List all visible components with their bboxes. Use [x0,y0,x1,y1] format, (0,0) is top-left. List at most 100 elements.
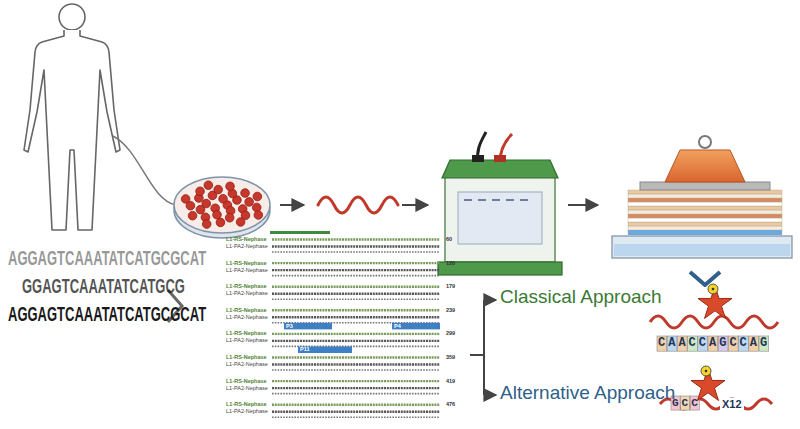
petri-dish [225,213,234,222]
sequence-alignment [272,380,440,382]
position-number: 120 [446,260,455,266]
human-figure [59,4,85,30]
petri-dish [226,182,235,191]
sequence-name: L1-PA2-Nephase [226,361,268,367]
probe-strand [650,316,778,328]
radiolabel-star [705,370,708,373]
sequence-name: L1-PA2-Nephase [226,290,268,296]
sequence-alignment [272,245,440,247]
electrophoresis-tank [445,176,555,262]
petri-dish [254,211,263,220]
branch-arrow [484,394,496,396]
blotting-apparatus [628,218,782,222]
blotting-apparatus [628,206,782,210]
primer-label: P11 [300,346,309,352]
sequence-alignment [272,298,440,300]
position-number: 60 [446,236,452,242]
radiolabel-star [708,284,718,294]
sequence-alignment [272,356,440,358]
blotting-apparatus [612,236,792,258]
petri-dish [214,185,223,194]
sequence-name: L1-RS-Nephase [226,401,267,407]
sequence-alignment [272,275,440,277]
sequence-alignment [272,269,440,271]
dna-sequence: GGAGTCAAATATCATGCG [22,276,185,298]
rna-strand [318,197,398,213]
primer-label: P3 [286,323,293,329]
electrophoresis-tank [464,199,472,201]
petri-dish [241,189,250,198]
sequence-alignment [272,346,440,348]
petri-dish [245,198,254,207]
blotting-apparatus [628,230,782,235]
dna-sequence: AGGAGTCAAATATCATGCGCAT [8,304,206,326]
primer-label: P4 [394,323,401,329]
sequence-alignment [272,333,440,335]
process-arrow [402,204,428,206]
sequence-alignment [272,293,440,295]
dna-sequence: AGGAGTCAAATATCATGCGCAT [8,248,206,270]
sequence-name: L1-RS-Nephase [226,307,267,313]
electrophoresis-tank [458,192,542,244]
blotting-apparatus [628,190,782,194]
petri-dish [174,177,270,233]
sequence-alignment [392,323,440,330]
repeat-count: X12 [720,398,744,410]
sequence-alignment [272,340,440,342]
sequence-name: L1-RS-Nephase [226,330,267,336]
sequence-alignment [272,251,440,253]
petri-dish [174,177,270,238]
petri-dish [216,218,225,227]
approach-label: Alternative Approach [500,383,675,404]
sequence-name: L1-RS-Nephase [226,260,267,266]
probe-repeat: GCC [672,397,701,409]
sequence-alignment [272,416,440,418]
sequence-alignment [272,238,440,240]
sequence-alignment [272,262,440,264]
sequence-alignment [272,387,440,389]
sequence-name: L1-PA2-Nephase [226,408,268,414]
blotting-apparatus [628,202,782,206]
position-number: 239 [446,307,455,313]
blotting-apparatus [628,198,782,202]
petri-dish [219,194,228,203]
sequence-name: L1-PA2-Nephase [226,267,268,273]
blotting-apparatus [628,194,782,198]
blotting-apparatus [628,222,782,226]
electrophoresis-tank [442,160,558,178]
sequence-name: L1-PA2-Nephase [226,243,268,249]
blotting-apparatus [614,244,790,256]
petri-dish [236,218,245,227]
position-number: 476 [446,401,455,407]
sequence-name: L1-PA2-Nephase [226,385,268,391]
blotting-apparatus [612,136,792,258]
sequence-alignment [272,286,440,288]
sequence-name: L1-RS-Nephase [226,354,267,360]
petri-dish [188,211,197,220]
sequence-alignment [272,404,440,406]
blotting-apparatus [699,136,711,148]
electrophoresis-tank [506,199,514,201]
branch-bracket [470,300,484,395]
blotting-apparatus [640,182,770,190]
sequence-name: L1-RS-Nephase [226,283,267,289]
position-number: 359 [446,354,455,360]
petri-dish [253,192,262,201]
electrophoresis-tank [438,262,562,275]
sequence-alignment [272,411,440,413]
blotting-apparatus [628,226,782,230]
petri-dish [196,187,205,196]
human-figure [24,4,120,230]
blotting-apparatus [628,214,782,218]
sequence-alignment [272,369,440,371]
probe-sequence: CAACCAGCCAG [658,337,770,350]
blotting-apparatus [628,210,782,214]
position-number: 299 [446,330,455,336]
human-figure [24,30,120,230]
blotting-apparatus [628,230,782,234]
sequence-alignment [272,309,440,311]
sequence-alignment [270,231,330,234]
branch-arrow [484,299,496,301]
